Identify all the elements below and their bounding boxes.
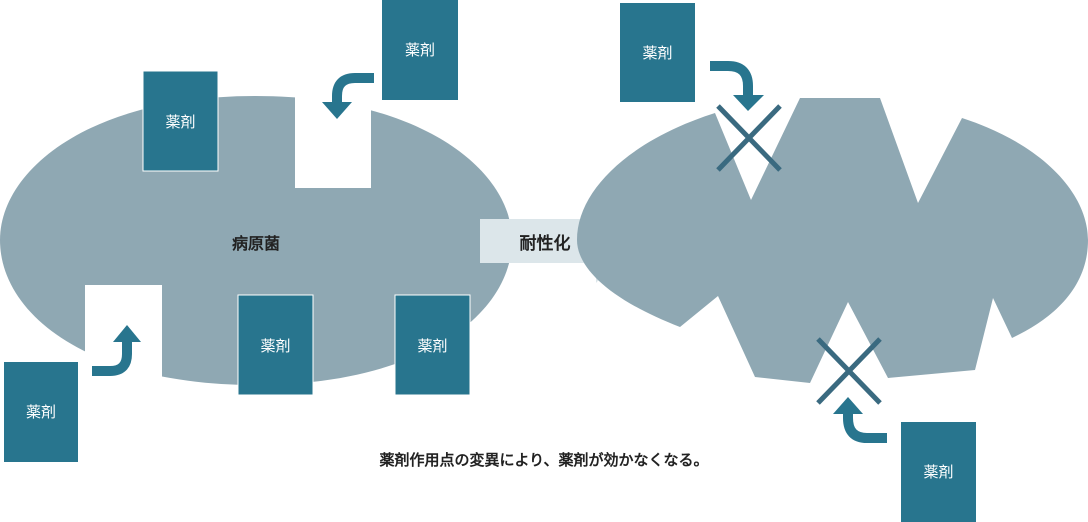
drug-rejected-top: 薬剤 — [620, 3, 695, 102]
pathogen-left: 病原菌 薬剤 薬剤 薬剤 薬剤 薬剤 — [0, 0, 512, 462]
drug-bound-top: 薬剤 — [142, 70, 219, 172]
curved-arrow-icon — [92, 325, 141, 376]
drug-rejected-bottom: 薬剤 — [901, 422, 976, 522]
svg-text:薬剤: 薬剤 — [165, 113, 195, 131]
svg-text:薬剤: 薬剤 — [417, 337, 447, 355]
curved-arrow-icon — [710, 61, 764, 111]
svg-text:薬剤: 薬剤 — [642, 44, 672, 62]
svg-text:薬剤: 薬剤 — [260, 337, 290, 355]
pathogen-right: 薬剤 薬剤 — [577, 3, 1088, 522]
svg-text:薬剤: 薬剤 — [405, 41, 435, 59]
x-mark-icon — [816, 337, 882, 405]
curved-arrow-icon — [322, 73, 374, 119]
svg-text:薬剤: 薬剤 — [923, 463, 953, 481]
drug-bound-bottom-1: 薬剤 — [237, 294, 314, 396]
x-mark-icon — [716, 104, 782, 172]
svg-text:薬剤: 薬剤 — [26, 403, 56, 421]
resistance-label: 耐性化 — [520, 233, 571, 254]
curved-arrow-icon — [833, 397, 887, 443]
drug-bound-bottom-2: 薬剤 — [394, 294, 471, 396]
drug-incoming-bottom: 薬剤 — [4, 362, 78, 462]
caption: 薬剤作用点の変異により、薬剤が効かなくなる。 — [378, 451, 708, 469]
pathogen-label: 病原菌 — [232, 234, 280, 253]
pathogen-body-mutated — [577, 98, 1088, 383]
drug-incoming-top: 薬剤 — [382, 0, 458, 100]
